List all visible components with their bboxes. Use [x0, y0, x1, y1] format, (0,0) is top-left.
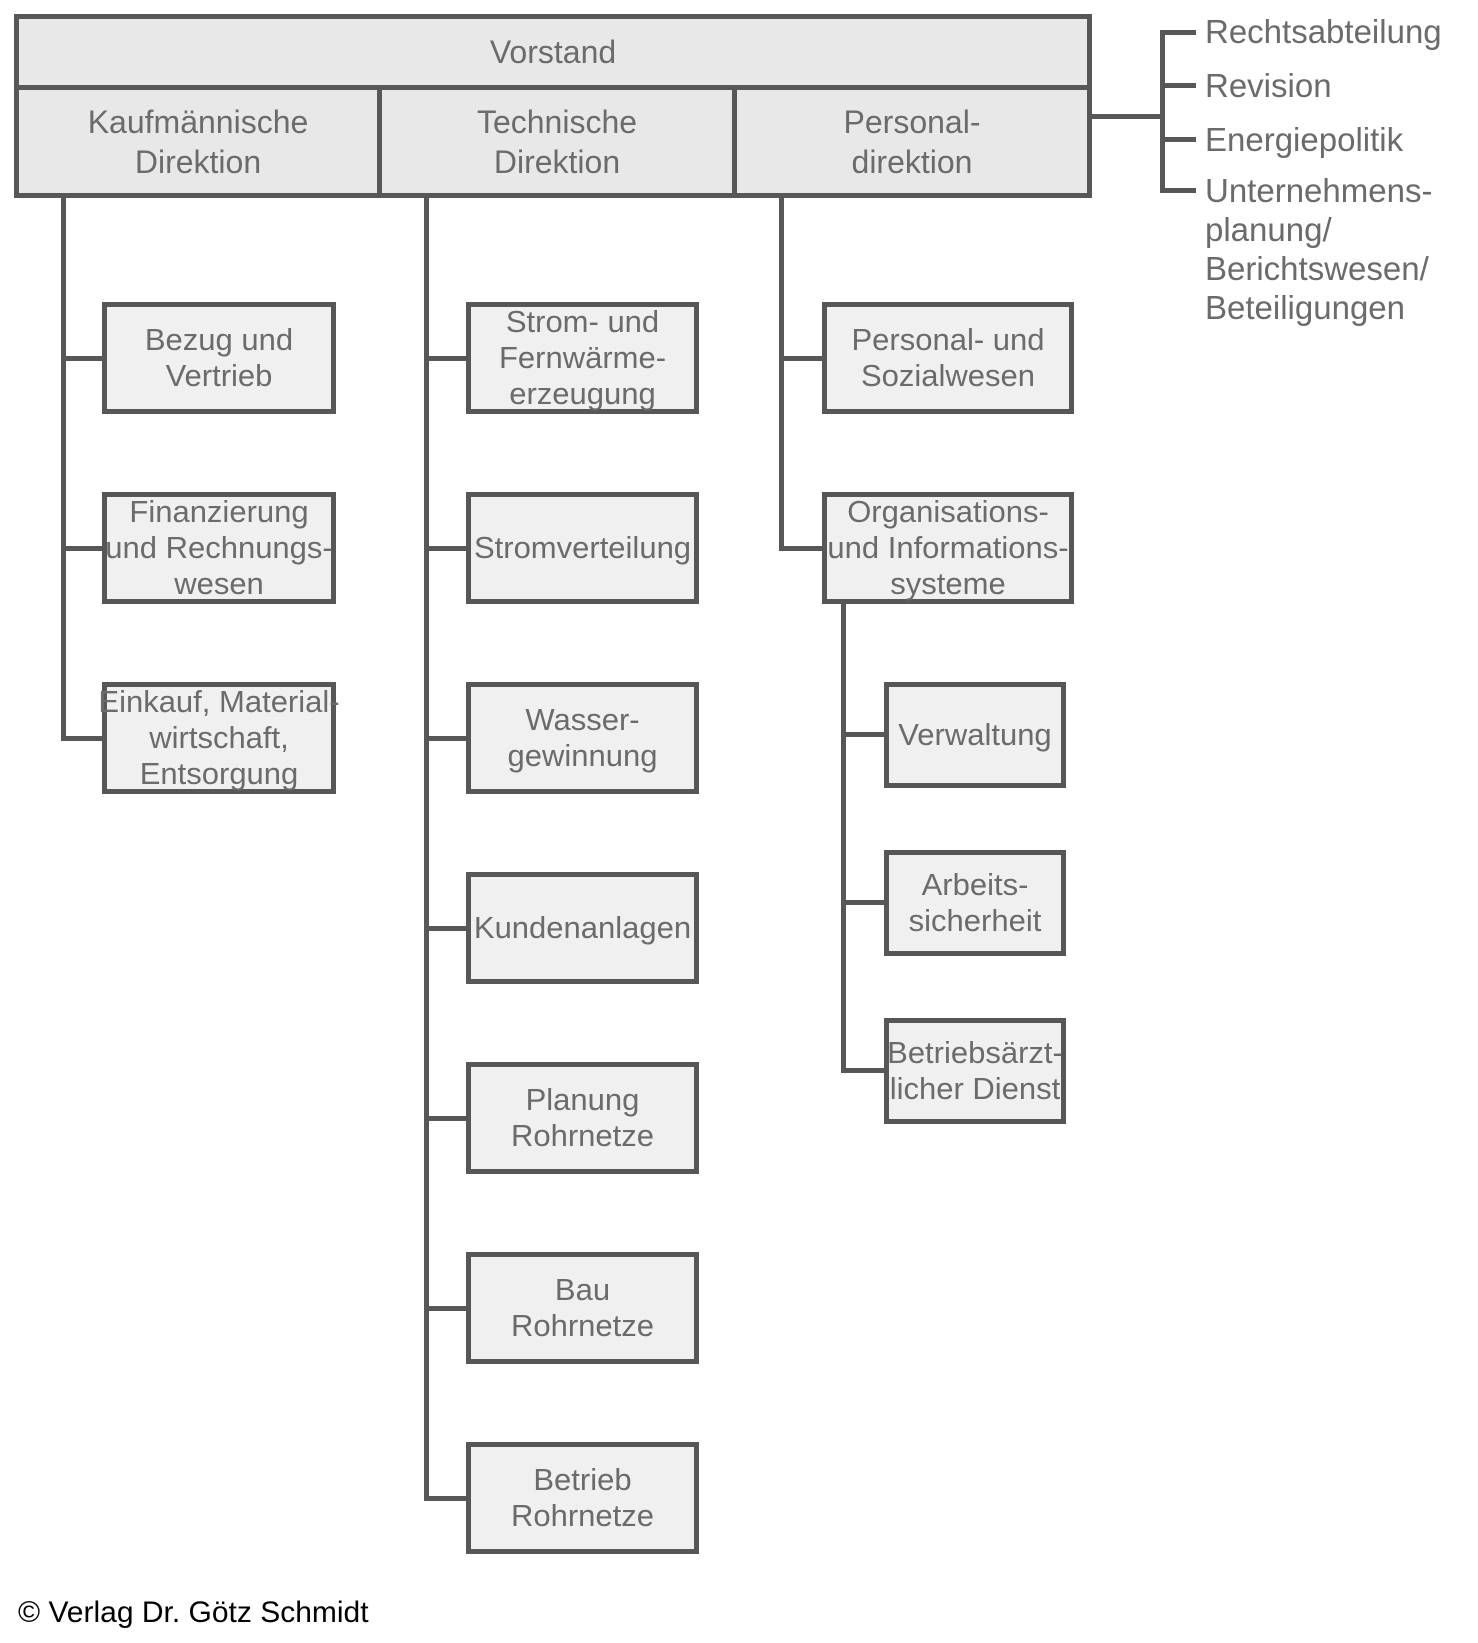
connector-stub-organisation [779, 546, 827, 551]
connector-stub-wassergewinnung [424, 736, 471, 741]
org-node-technische-direktion: Technische Direktion [377, 85, 737, 198]
connector-stub-stromerzeugung [424, 356, 471, 361]
connector-staff-horizontal [1087, 114, 1165, 119]
org-node-bau-rohrnetze: Bau Rohrnetze [466, 1252, 699, 1364]
org-node-personaldirektion: Personal- direktion [732, 85, 1092, 198]
org-node-strom-und-fernwaermeerzeugung: Strom- und Fernwärme- erzeugung [466, 302, 699, 414]
connector-stub-verwaltung [841, 732, 889, 737]
org-node-organisations-und-informationssysteme: Organisations- und Informations- systeme [822, 492, 1074, 604]
connector-trunk-organisation-sub [841, 599, 846, 1073]
connector-staff-trunk [1160, 30, 1165, 193]
connector-staff-tick-1 [1160, 30, 1196, 35]
connector-staff-tick-3 [1160, 137, 1196, 142]
org-node-einkauf-materialwirtschaft-entsorgung: Einkauf, Material- wirtschaft, Entsorgun… [98, 682, 340, 794]
org-node-planung-rohrnetze: Planung Rohrnetze [466, 1062, 699, 1174]
connector-stub-betriebsaerztlicher-dienst [841, 1068, 889, 1073]
connector-trunk-personal [779, 193, 784, 551]
org-node-verwaltung: Verwaltung [884, 682, 1066, 788]
connector-stub-stromverteilung [424, 546, 471, 551]
staff-item-unternehmensplanung: Unternehmens- planung/ Berichtswesen/ Be… [1205, 172, 1433, 326]
org-node-arbeitssicherheit: Arbeits- sicherheit [884, 850, 1066, 956]
connector-stub-finanzierung [61, 546, 107, 551]
org-node-personal-und-sozialwesen: Personal- und Sozialwesen [822, 302, 1074, 414]
org-node-vorstand: Vorstand [14, 14, 1092, 90]
connector-stub-arbeitssicherheit [841, 900, 889, 905]
connector-stub-personalwesen [779, 356, 827, 361]
org-node-kaufmaennische-direktion: Kaufmännische Direktion [14, 85, 382, 198]
connector-stub-bau-rohrnetze [424, 1306, 471, 1311]
connector-staff-tick-2 [1160, 83, 1196, 88]
staff-item-revision: Revision [1205, 67, 1332, 104]
org-node-betrieb-rohrnetze: Betrieb Rohrnetze [466, 1442, 699, 1554]
org-node-kundenanlagen: Kundenanlagen [466, 872, 699, 984]
footer-copyright: © Verlag Dr. Götz Schmidt [18, 1596, 369, 1629]
org-node-betriebsaerztlicher-dienst: Betriebsärzt- licher Dienst [884, 1018, 1066, 1124]
connector-stub-planung-rohrnetze [424, 1116, 471, 1121]
org-node-wassergewinnung: Wasser- gewinnung [466, 682, 699, 794]
connector-stub-bezug [61, 356, 107, 361]
org-node-stromverteilung: Stromverteilung [466, 492, 699, 604]
org-node-bezug-und-vertrieb: Bezug und Vertrieb [102, 302, 336, 414]
connector-stub-einkauf [61, 736, 107, 741]
staff-item-rechtsabteilung: Rechtsabteilung [1205, 13, 1442, 50]
connector-trunk-kaufmaennische [61, 193, 66, 741]
connector-staff-tick-4 [1160, 188, 1196, 193]
connector-stub-kundenanlagen [424, 926, 471, 931]
staff-item-energiepolitik: Energiepolitik [1205, 121, 1404, 158]
org-node-finanzierung-und-rechnungswesen: Finanzierung und Rechnungs- wesen [102, 492, 336, 604]
connector-trunk-technische [424, 193, 429, 1501]
connector-stub-betrieb-rohrnetze [424, 1496, 471, 1501]
